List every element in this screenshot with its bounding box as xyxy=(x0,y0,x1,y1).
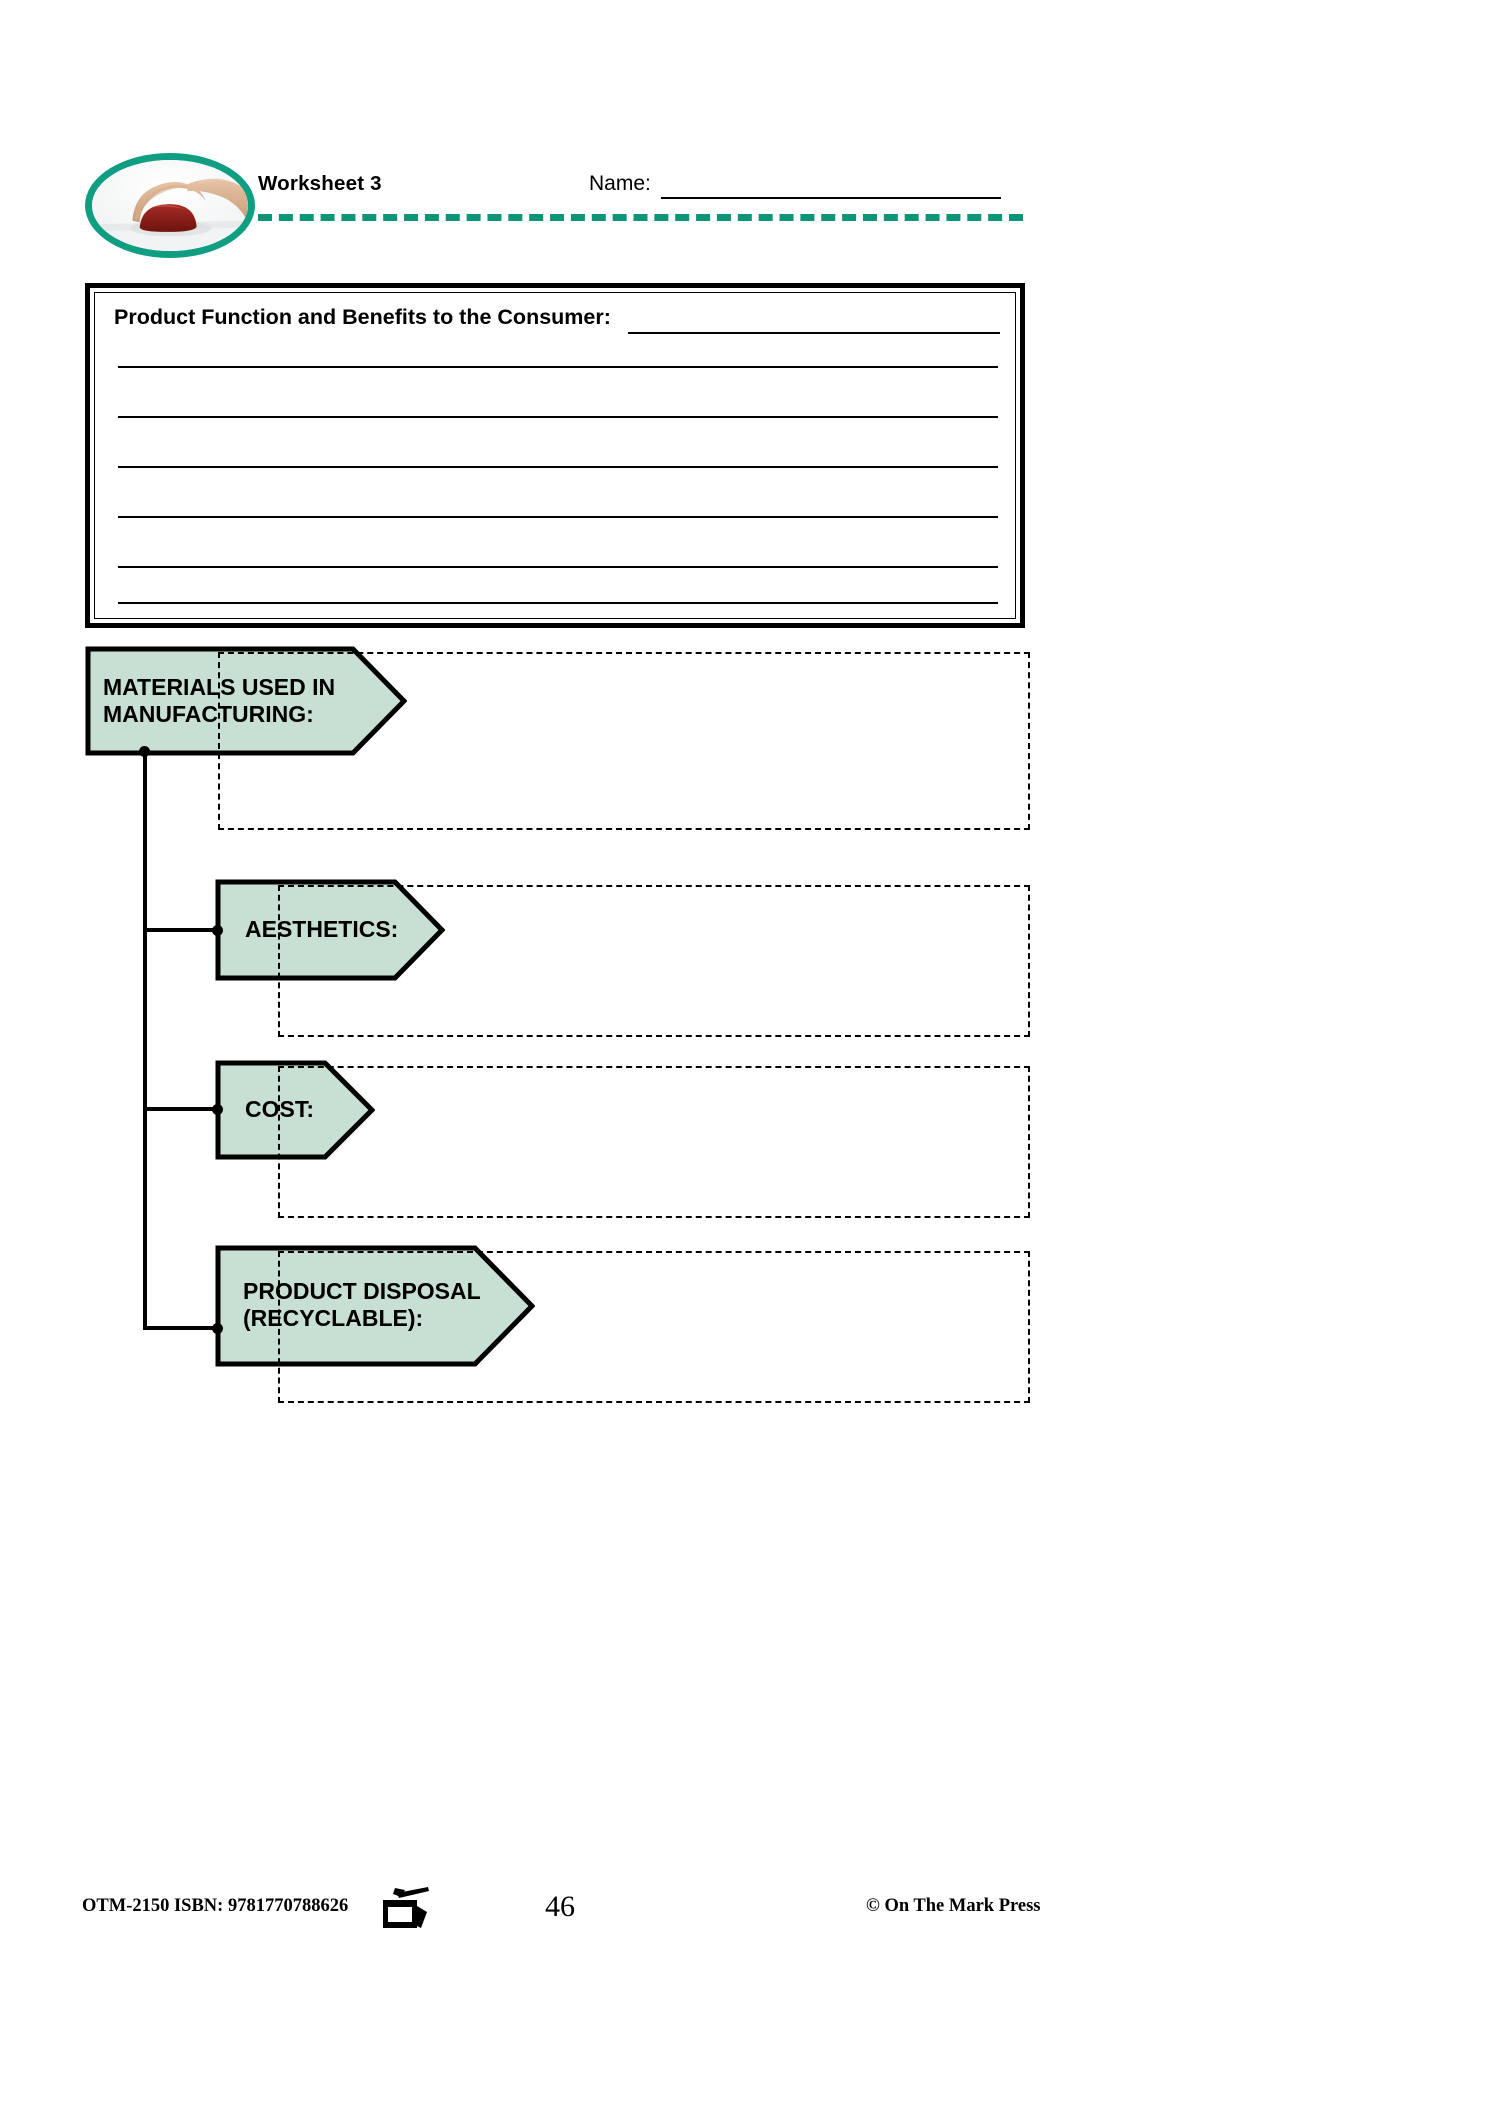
flow-branch-aesthetics xyxy=(143,928,217,932)
footer-product-code: OTM-2150 ISBN: 9781770788626 xyxy=(82,1896,349,1916)
mouse-photo-logo xyxy=(85,153,255,258)
node-aesthetics-connector-dot xyxy=(212,925,223,936)
node-aesthetics-banner[interactable]: AESTHETICS: xyxy=(215,879,445,981)
node-aesthetics-label: AESTHETICS: xyxy=(245,916,399,942)
node-cost-connector-dot xyxy=(212,1104,223,1115)
node-aesthetics-answer-area[interactable] xyxy=(278,885,1030,1037)
product-analysis-flow-diagram: MATERIALS USED IN MANUFACTURING: AESTHET… xyxy=(85,640,1030,1870)
photocopier-icon xyxy=(383,1887,429,1928)
node-disposal-connector-dot xyxy=(212,1323,223,1334)
page-number: 46 xyxy=(545,1890,575,1923)
node-materials-answer-area[interactable] xyxy=(218,652,1030,830)
product-function-box-inner-border xyxy=(94,292,1016,619)
flow-branch-cost xyxy=(143,1107,217,1111)
node-disposal-banner[interactable]: PRODUCT DISPOSAL (RECYCLABLE): xyxy=(215,1245,535,1367)
flow-branch-disposal xyxy=(143,1326,217,1330)
name-field-label: Name: xyxy=(589,172,651,195)
page-header: Worksheet 3 Name: xyxy=(85,148,1025,268)
worksheet-title: Worksheet 3 xyxy=(258,172,382,195)
page-footer: OTM-2150 ISBN: 9781770788626 46 © On The… xyxy=(0,1887,1489,1956)
product-function-box: Product Function and Benefits to the Con… xyxy=(85,283,1025,628)
node-cost-answer-area[interactable] xyxy=(278,1066,1030,1218)
header-divider xyxy=(258,214,1023,221)
node-materials-connector-dot xyxy=(139,746,150,757)
flow-spine-vertical xyxy=(143,752,147,1330)
writing-line[interactable] xyxy=(118,566,998,568)
writing-line[interactable] xyxy=(118,416,998,418)
writing-line[interactable] xyxy=(118,516,998,518)
footer-copyright: © On The Mark Press xyxy=(866,1896,1041,1916)
name-input-line[interactable] xyxy=(661,197,1001,199)
product-function-label: Product Function and Benefits to the Con… xyxy=(114,305,611,329)
computer-mouse-icon xyxy=(92,160,248,251)
node-materials-banner[interactable]: MATERIALS USED IN MANUFACTURING: xyxy=(85,646,407,756)
node-disposal-answer-area[interactable] xyxy=(278,1251,1030,1403)
writing-line[interactable] xyxy=(118,466,998,468)
node-disposal-label: PRODUCT DISPOSAL (RECYCLABLE): xyxy=(243,1278,481,1332)
node-materials-label: MATERIALS USED IN MANUFACTURING: xyxy=(103,674,336,728)
writing-line[interactable] xyxy=(118,602,998,604)
writing-line[interactable] xyxy=(118,366,998,368)
product-function-input-line-1[interactable] xyxy=(628,332,1000,334)
